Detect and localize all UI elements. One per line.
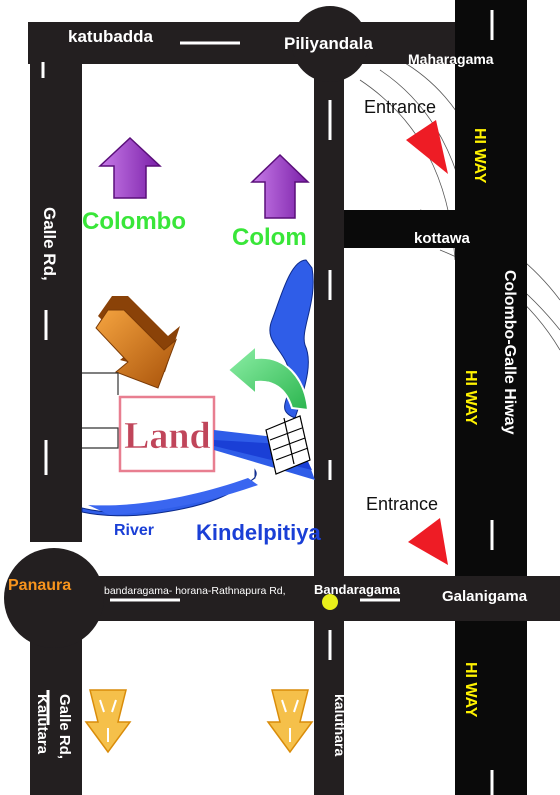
label-river: River: [114, 522, 154, 539]
entrance-arrow-icon: [408, 518, 448, 565]
road-galle-left: [30, 22, 82, 542]
label-galle-rd-top: Galle Rd,: [40, 207, 59, 281]
river-upper: [269, 259, 314, 419]
bridge-icon: [265, 415, 311, 475]
north-arrow-icon: [98, 136, 162, 199]
label-entrance-top: Entrance: [364, 97, 436, 117]
road-galle-left-lower: [30, 620, 82, 795]
road-markings: [41, 8, 494, 795]
label-colombo-left: Colombo: [82, 208, 186, 235]
label-kindelpitiya: Kindelpitiya: [196, 520, 321, 545]
road-highway: [455, 0, 527, 795]
south-arrow-icon: [266, 689, 314, 754]
roundabout-panaura: [4, 548, 104, 648]
label-kaluthara: kaluthara: [332, 694, 348, 756]
plot-outline: [82, 372, 119, 449]
orange-arrow-icon: [95, 296, 180, 389]
river-lower-fill: [88, 478, 258, 515]
label-bandaragama: Bandaragama: [314, 582, 401, 597]
label-kottawa: kottawa: [414, 230, 471, 247]
label-galanigama: Galanigama: [442, 588, 528, 605]
road-center: [314, 22, 344, 795]
label-hiway-top: HI WAY: [471, 128, 488, 184]
label-land: Land: [124, 415, 211, 457]
location-marker-icon: [322, 594, 338, 610]
road-katubadda: [28, 22, 458, 64]
label-colombo-center: Colom: [232, 224, 307, 251]
label-galle-rd-bottom: Galle Rd,: [56, 694, 73, 759]
road-kottawa: [344, 210, 459, 248]
entrance-arrow-icon: [406, 120, 448, 174]
label-kalutara: Kalutara: [34, 694, 51, 755]
green-curved-arrow-icon: [226, 343, 310, 412]
label-colombo-galle-hiway: Colombo-Galle Hiway: [501, 270, 518, 435]
label-bandaragama-road: bandaragama- horana-Rathnapura Rd,: [104, 585, 286, 597]
label-katubadda: katubadda: [68, 27, 154, 46]
roundabout-piliyandala: [292, 6, 368, 82]
label-maharagama: Maharagama: [408, 51, 494, 67]
south-arrow-icon: [84, 689, 132, 754]
label-hiway-bottom: HI WAY: [462, 662, 479, 718]
label-panaura: Panaura: [8, 577, 71, 594]
label-hiway-middle: HI WAY: [462, 370, 479, 426]
label-piliyandala: Piliyandala: [284, 34, 373, 53]
north-arrow-icon: [250, 153, 310, 219]
label-entrance-bottom: Entrance: [366, 494, 438, 514]
